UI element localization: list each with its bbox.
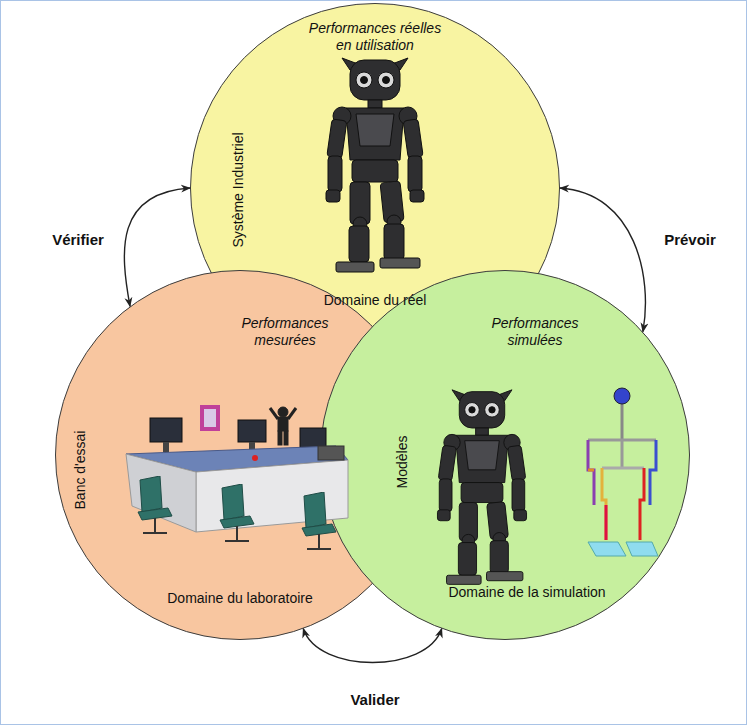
venn-circle: Performances mesuréesBanc d'essaiDomaine… (55, 270, 425, 640)
test-bench-picture (278, 407, 288, 417)
test-bench-picture (200, 405, 220, 431)
circle-outline (321, 271, 690, 640)
kinematic-model (602, 467, 644, 470)
curved-arrow (303, 629, 441, 663)
venn-circle: Performances simuléesModèlesDomaine de l… (320, 270, 690, 640)
kinematic-model (588, 469, 594, 472)
domain-label: Domaine du réel (290, 292, 460, 309)
side-label: Banc d'essai (72, 431, 89, 510)
performance-heading: Performances mesurées (230, 315, 340, 349)
kinematic-model (605, 505, 608, 540)
edge-label: Valider (347, 691, 402, 709)
kinematic-model (621, 440, 624, 468)
kinematic-model (614, 388, 630, 404)
side-label: Système Industriel (230, 132, 247, 247)
performance-heading: Performances simulées (480, 315, 590, 349)
performance-heading: Performances réelles en utilisation (300, 20, 450, 54)
kinematic-model (621, 403, 624, 440)
test-bench-picture (150, 418, 182, 442)
domain-label: Domaine de la simulation (427, 584, 627, 601)
edge-label: Vérifier (49, 231, 107, 249)
side-label: Modèles (394, 436, 411, 489)
test-bench-picture (163, 442, 169, 452)
test-bench-picture (278, 417, 288, 431)
test-bench-picture (300, 428, 326, 448)
test-bench-picture (204, 409, 216, 427)
test-bench-picture (252, 455, 258, 461)
test-bench-picture (318, 446, 344, 460)
circle-outline (55, 270, 425, 640)
test-bench-picture (278, 431, 282, 445)
test-bench-picture (284, 431, 288, 445)
domain-label: Domaine du laboratoire (140, 590, 340, 607)
kinematic-model (626, 542, 658, 556)
edge-label: Prévoir (661, 231, 719, 249)
test-bench-picture (238, 420, 266, 442)
